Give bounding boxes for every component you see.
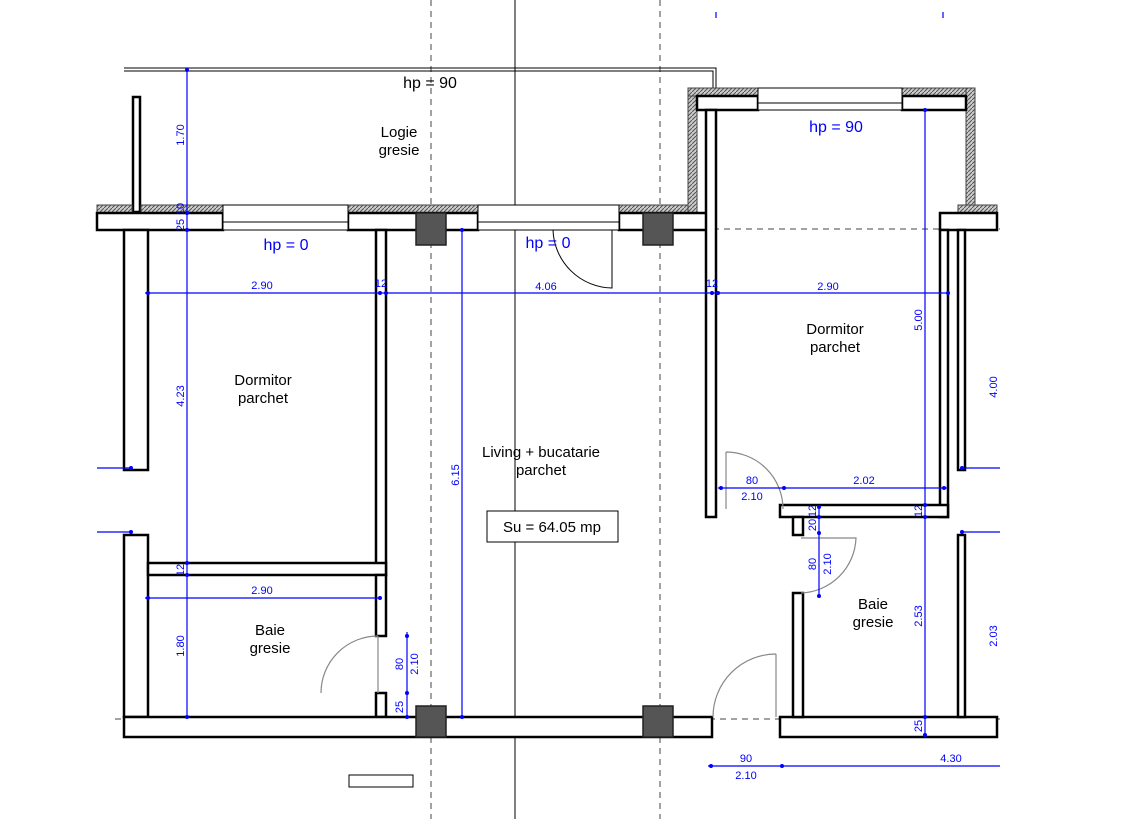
dim-text: 6.15 — [450, 464, 462, 485]
dim-text: 2.90 — [251, 280, 272, 292]
windows — [222, 87, 903, 231]
hp-living: hp = 0 — [526, 235, 571, 252]
dim-text: 2.10 — [409, 653, 421, 674]
hp-loggia: hp = 90 — [403, 75, 457, 92]
dim-text: 90 — [740, 753, 752, 765]
dim-text: 2.53 — [913, 605, 925, 626]
dim-text: 4.00 — [988, 376, 1000, 397]
dim-text: 25 — [913, 720, 925, 732]
dim-text: 4.06 — [535, 281, 556, 293]
area-label: Su = 64.05 mp — [503, 519, 601, 536]
dim-text: 80 — [807, 558, 819, 570]
dim-text: 2.10 — [741, 491, 762, 503]
walls — [95, 94, 999, 739]
room-floor: parchet — [238, 390, 289, 407]
dim-text: 12 — [706, 278, 718, 290]
dim-text: 12 — [913, 505, 925, 517]
room-name: Dormitor — [234, 372, 292, 389]
grid-axes — [97, 0, 1000, 819]
room-floor: gresie — [250, 640, 291, 657]
door-bath-left — [320, 635, 379, 694]
dim-text: 10 — [175, 203, 187, 215]
room-floor: parchet — [516, 462, 567, 479]
exterior-walls-hatched — [96, 87, 998, 214]
dim-text: 5.00 — [913, 309, 925, 330]
room-name: Logie — [381, 124, 418, 141]
room-name: Baie — [255, 622, 285, 639]
doors[interactable] — [320, 229, 857, 718]
dim-text: 2.03 — [988, 625, 1000, 646]
dim-text: 12 — [375, 278, 387, 290]
dim-text: 25 — [175, 219, 187, 231]
stair-outline — [348, 774, 414, 788]
dim-text: 1.70 — [175, 124, 187, 145]
door-bedroom-right — [725, 451, 784, 510]
room-floor: gresie — [853, 614, 894, 631]
hp-bedroom-right: hp = 90 — [809, 119, 863, 136]
dim-text: 2.10 — [735, 770, 756, 782]
room-labels: Logie gresie Dormitor parchet Dormitor p… — [234, 124, 893, 657]
room-name: Dormitor — [806, 321, 864, 338]
parapet-labels: hp = 90 hp = 90 hp = 0 hp = 0 — [264, 75, 863, 254]
dim-text: 4.23 — [175, 385, 187, 406]
door-entrance — [712, 653, 777, 718]
dim-text: 4.30 — [940, 753, 961, 765]
columns — [415, 212, 674, 738]
room-name: Baie — [858, 596, 888, 613]
area-box: Su = 64.05 mp — [486, 510, 619, 543]
door-bath-right — [800, 537, 857, 594]
room-floor: parchet — [810, 339, 861, 356]
dim-text: 2.90 — [251, 585, 272, 597]
dim-text: 1.80 — [175, 635, 187, 656]
room-name: Living + bucatarie — [482, 444, 600, 461]
dim-text: 2.02 — [853, 475, 874, 487]
dim-text: 12 — [175, 564, 187, 576]
dim-text: 25 — [394, 701, 406, 713]
dimension-lines — [97, 68, 1000, 768]
hp-bedroom-left: hp = 0 — [264, 237, 309, 254]
dim-text: 20 — [807, 519, 819, 531]
dim-text: 2.10 — [822, 553, 834, 574]
dim-text: 80 — [746, 475, 758, 487]
dim-text: 12 — [807, 505, 819, 517]
dim-text: 80 — [394, 658, 406, 670]
dimension-labels: 2.90 12 4.06 12 2.90 1.70 25 10 4.23 12 … — [175, 124, 1000, 782]
dim-text: 2.90 — [817, 281, 838, 293]
room-floor: gresie — [379, 142, 420, 159]
door-loggia — [552, 229, 613, 289]
